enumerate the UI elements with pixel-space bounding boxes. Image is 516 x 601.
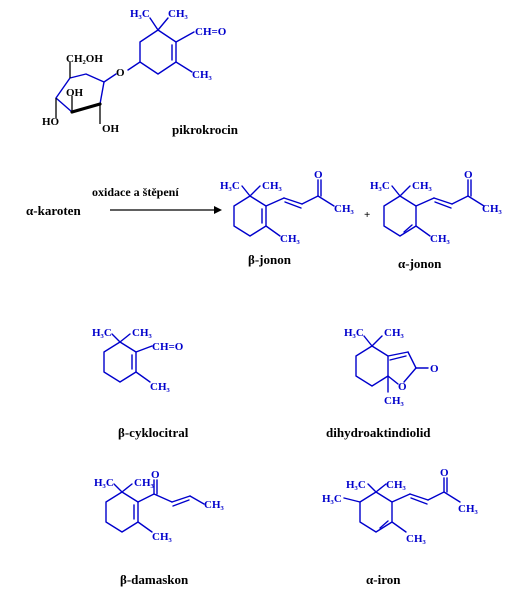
- pikro-oh-inner-label: OH: [66, 87, 84, 99]
- pikro-h3c-label: H₃C: [130, 8, 150, 20]
- beta-jonon-name: β-jonon: [248, 252, 292, 267]
- pikro-oh-lower-label: OH: [102, 123, 120, 135]
- dihydro-h3c-label: H₃C: [344, 327, 364, 339]
- pikro-cho-label: CH=O: [195, 26, 227, 38]
- plus-sign: +: [364, 209, 370, 221]
- beta-cyklocitral-name: β-cyklocitral: [118, 425, 189, 440]
- ajonon-ch3-right-label: CH₃: [482, 203, 503, 215]
- bjonon-o-label: O: [314, 169, 323, 181]
- pikro-o-label: O: [116, 67, 125, 79]
- pikro-ho-label: HO: [42, 116, 60, 128]
- bdamas-o-label: O: [151, 469, 160, 481]
- beta-cyklocitral-structure: [103, 333, 153, 383]
- airon-h3c-left-label: H₃C: [322, 493, 342, 505]
- pikrokrocin-structure: [55, 17, 195, 124]
- bdamas-ch3-right-label: CH₃: [204, 499, 225, 511]
- alpha-iron-name: α-iron: [366, 572, 401, 587]
- arrow-label: oxidace a štěpení: [92, 185, 179, 199]
- pikro-ch3-top-label: CH₃: [168, 8, 189, 20]
- alpha-karoten-name: α-karoten: [26, 203, 81, 218]
- dihydro-o-ring-label: O: [398, 381, 407, 393]
- ajonon-ch3-bottom-label: CH₃: [430, 233, 451, 245]
- pikro-ch3-bottom-label: CH₃: [192, 69, 213, 81]
- dihydro-ch3-top-label: CH₃: [384, 327, 405, 339]
- bcyklo-cho-label: CH=O: [152, 341, 184, 353]
- pikrokrocin-name: pikrokrocin: [172, 122, 239, 137]
- ajonon-o-label: O: [464, 169, 473, 181]
- beta-damaskon-name: β-damaskon: [120, 572, 189, 587]
- alpha-jonon-structure: [383, 179, 485, 237]
- alpha-iron-structure: [343, 477, 461, 533]
- bjonon-ch3-bottom-label: CH₃: [280, 233, 301, 245]
- ajonon-ch3-top-label: CH₃: [412, 180, 433, 192]
- beta-jonon-structure: [233, 179, 335, 237]
- airon-ch3-bottom-label: CH₃: [406, 533, 427, 545]
- airon-ch3-top-label: CH₃: [386, 479, 407, 491]
- airon-ch3-right-label: CH₃: [458, 503, 479, 515]
- bjonon-h3c-label: H₃C: [220, 180, 240, 192]
- bdamas-ch3-top-label: CH₃: [134, 477, 155, 489]
- alpha-jonon-name: α-jonon: [398, 256, 442, 271]
- dihydro-ch3-bottom-label: CH₃: [384, 395, 405, 407]
- bjonon-ch3-right-label: CH₃: [334, 203, 355, 215]
- dihydroaktindiolid-structure: [355, 335, 429, 393]
- beta-damaskon-structure: [105, 479, 205, 533]
- bcyklo-h3c-label: H₃C: [92, 327, 112, 339]
- pikro-ch2oh-label: CH₂OH: [66, 53, 103, 65]
- arrow-head: [214, 206, 222, 214]
- bdamas-h3c-label: H₃C: [94, 477, 114, 489]
- bcyklo-ch3-top-label: CH₃: [132, 327, 153, 339]
- dihydroaktindiolid-name: dihydroaktindiolid: [326, 425, 431, 440]
- airon-h3c-top-label: H₃C: [346, 479, 366, 491]
- dihydro-o-carbonyl-label: O: [430, 363, 439, 375]
- airon-o-label: O: [440, 467, 449, 479]
- bdamas-ch3-bottom-label: CH₃: [152, 531, 173, 543]
- bcyklo-ch3-bottom-label: CH₃: [150, 381, 171, 393]
- bjonon-ch3-top-label: CH₃: [262, 180, 283, 192]
- ajonon-h3c-label: H₃C: [370, 180, 390, 192]
